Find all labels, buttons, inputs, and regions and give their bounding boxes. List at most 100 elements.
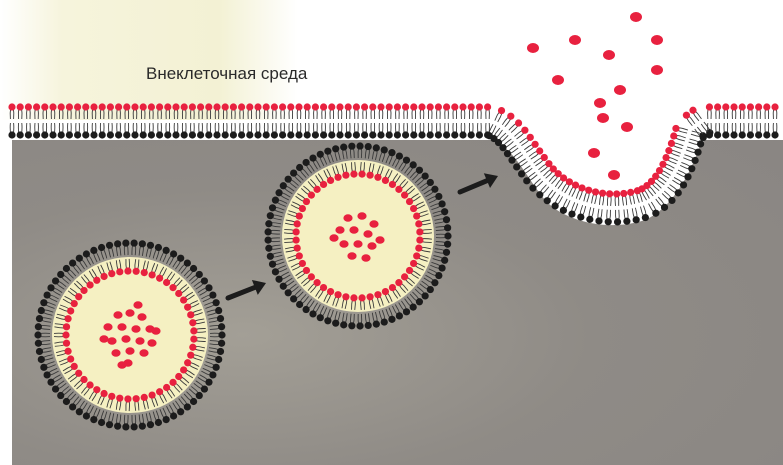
membrane-lipid-inner [189, 123, 196, 139]
lipid-head [107, 103, 114, 110]
lipid-head [332, 320, 339, 327]
lipid-head [64, 348, 71, 355]
lipid-head [58, 131, 65, 138]
lipid-head [122, 423, 129, 430]
lipid-head [613, 190, 620, 197]
lipid-head [652, 210, 659, 217]
membrane-lipid-outer [509, 119, 522, 132]
lipid-head [665, 147, 672, 154]
lipid-head [34, 331, 41, 338]
lipid-head [124, 395, 131, 402]
released-molecule [552, 75, 564, 85]
lipid-head [396, 152, 403, 159]
lipid-head [122, 239, 129, 246]
lipid-head [83, 250, 90, 257]
lipid-head [38, 356, 45, 363]
membrane-lipid-inner [476, 123, 483, 139]
lipid-head [410, 205, 417, 212]
cargo-molecule [125, 309, 134, 317]
membrane-lipid-inner [279, 123, 286, 139]
membrane-lipid-inner [336, 123, 343, 139]
lipid-head [279, 103, 286, 110]
cargo-molecule [133, 301, 142, 309]
lipid-head [74, 103, 81, 110]
lipid-head [63, 340, 70, 347]
membrane-lipid-inner [41, 123, 48, 139]
lipid-head [141, 269, 148, 276]
lipid-head [656, 167, 663, 174]
membrane-lipid-inner [730, 123, 737, 139]
lipid-head [684, 173, 691, 180]
lipid-head [661, 204, 668, 211]
lipid-head [668, 197, 675, 204]
membrane-lipid-inner [263, 123, 270, 139]
lipid-head [99, 131, 106, 138]
lipid-head [369, 103, 376, 110]
lipid-head [416, 228, 423, 235]
lipid-head [518, 170, 525, 177]
membrane-lipid-inner [254, 123, 261, 139]
lipid-head [140, 103, 147, 110]
lipid-head [722, 131, 729, 138]
lipid-head [468, 131, 475, 138]
cargo-molecule [117, 323, 126, 331]
lipid-head [296, 301, 303, 308]
lipid-head [365, 322, 372, 329]
lipid-head [47, 379, 54, 386]
lipid-head [265, 245, 272, 252]
lipid-head [175, 290, 182, 297]
lipid-head [275, 276, 282, 283]
membrane-lipid-inner [369, 123, 376, 139]
lipid-head [123, 103, 130, 110]
lipid-head [406, 198, 413, 205]
lipid-head [394, 131, 401, 138]
released-molecule [603, 50, 615, 60]
released-molecule [651, 35, 663, 45]
lipid-head [763, 131, 770, 138]
membrane-lipid-inner [662, 191, 675, 204]
lipid-head [416, 298, 423, 305]
cargo-molecule [125, 347, 134, 355]
lipid-head [213, 131, 220, 138]
membrane-lipid-inner [328, 123, 335, 139]
lipid-head [299, 260, 306, 267]
lipid-head [141, 394, 148, 401]
lipid-head [578, 184, 585, 191]
lipid-head [184, 359, 191, 366]
lipid-head [106, 242, 113, 249]
lipid-head [36, 348, 43, 355]
lipid-head [209, 371, 216, 378]
lipid-head [44, 371, 51, 378]
lipid-head [435, 193, 442, 200]
lipid-head [287, 103, 294, 110]
lipid-head [312, 131, 319, 138]
lipid-head [115, 103, 122, 110]
lipid-head [40, 299, 47, 306]
lipid-head [336, 131, 343, 138]
cargo-molecule [363, 230, 372, 238]
cargo-molecule [113, 311, 122, 319]
lipid-head [86, 281, 93, 288]
membrane-lipid-inner [90, 123, 97, 139]
lipid-head [675, 189, 682, 196]
lipid-head [205, 131, 212, 138]
lipid-head [381, 146, 388, 153]
lipid-head [348, 143, 355, 150]
lipid-head [196, 392, 203, 399]
cargo-molecule [349, 226, 358, 234]
membrane-lipid-inner [361, 123, 368, 139]
lipid-head [441, 208, 448, 215]
lipid-head [614, 218, 621, 225]
lipid-head [443, 103, 450, 110]
lipid-head [585, 187, 592, 194]
lipid-head [314, 186, 321, 193]
lipid-head [366, 172, 373, 179]
membrane-lipid-inner [312, 123, 319, 139]
lipid-head [201, 277, 208, 284]
lipid-head [163, 247, 170, 254]
lipid-head [410, 303, 417, 310]
membrane-lipid-inner [131, 123, 138, 139]
lipid-head [771, 131, 778, 138]
lipid-head [566, 178, 573, 185]
